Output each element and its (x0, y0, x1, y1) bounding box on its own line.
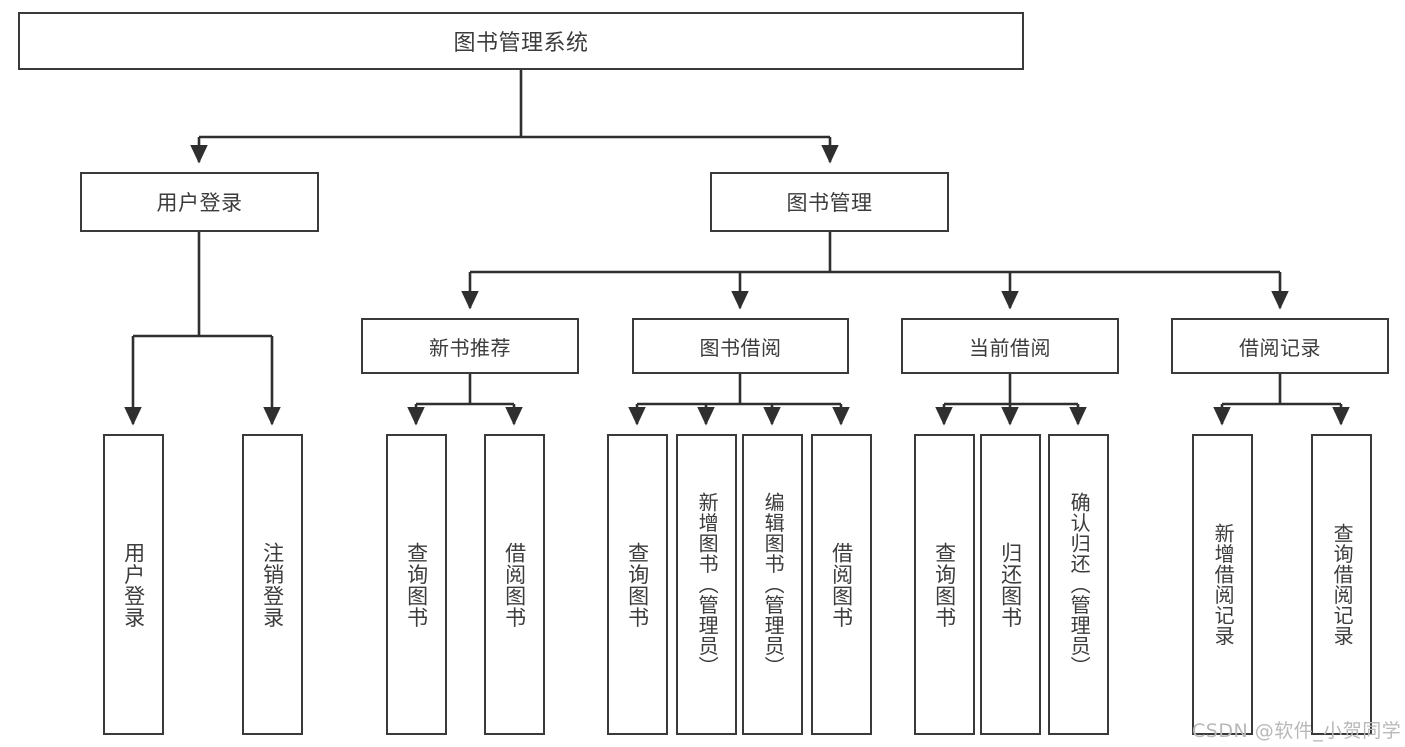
node-leaf-return-book[interactable]: 归还图书 (980, 434, 1041, 735)
node-borrow-record-label: 借阅记录 (1239, 335, 1321, 360)
node-leaf-borrow-book-1-label: 借阅图书 (502, 541, 527, 628)
node-leaf-add-book[interactable]: 新增图书（管理员） (676, 434, 737, 735)
node-leaf-user-logout[interactable]: 注销登录 (242, 434, 303, 735)
node-leaf-query-book-2-label: 查询图书 (625, 541, 650, 628)
node-leaf-user-logout-label: 注销登录 (260, 541, 285, 628)
node-current-borrow[interactable]: 当前借阅 (901, 318, 1119, 374)
node-leaf-add-record[interactable]: 新增借阅记录 (1192, 434, 1253, 735)
node-current-borrow-label: 当前借阅 (969, 335, 1051, 360)
node-leaf-add-book-label: 新增图书（管理员） (695, 492, 720, 677)
node-leaf-user-login-label: 用户登录 (121, 541, 146, 628)
node-leaf-query-book-3-label: 查询图书 (932, 541, 957, 628)
node-leaf-query-record-label: 查询借阅记录 (1330, 523, 1355, 646)
node-leaf-edit-book[interactable]: 编辑图书（管理员） (742, 434, 803, 735)
node-leaf-confirm-return[interactable]: 确认归还（管理员） (1048, 434, 1109, 735)
watermark: CSDN @软件_小贺同学 (1192, 720, 1402, 742)
node-leaf-query-record[interactable]: 查询借阅记录 (1311, 434, 1372, 735)
node-new-book-rec[interactable]: 新书推荐 (361, 318, 579, 374)
node-root-label: 图书管理系统 (453, 31, 589, 56)
node-leaf-confirm-return-label: 确认归还（管理员） (1067, 492, 1092, 677)
node-leaf-query-book-1[interactable]: 查询图书 (386, 434, 447, 735)
node-leaf-edit-book-label: 编辑图书（管理员） (761, 492, 786, 677)
node-user-login-label: 用户登录 (156, 191, 243, 215)
node-book-manage[interactable]: 图书管理 (710, 172, 949, 232)
node-book-manage-label: 图书管理 (786, 191, 873, 215)
node-leaf-borrow-book-2-label: 借阅图书 (829, 541, 854, 628)
node-leaf-query-book-3[interactable]: 查询图书 (914, 434, 975, 735)
node-leaf-user-login[interactable]: 用户登录 (103, 434, 164, 735)
node-book-borrow-label: 图书借阅 (699, 335, 782, 360)
node-leaf-add-record-label: 新增借阅记录 (1211, 523, 1236, 646)
node-leaf-return-book-label: 归还图书 (998, 541, 1023, 628)
node-leaf-borrow-book-2[interactable]: 借阅图书 (811, 434, 872, 735)
node-root[interactable]: 图书管理系统 (18, 12, 1024, 70)
node-borrow-record[interactable]: 借阅记录 (1171, 318, 1389, 374)
node-leaf-borrow-book-1[interactable]: 借阅图书 (484, 434, 545, 735)
node-new-book-rec-label: 新书推荐 (429, 335, 511, 360)
node-leaf-query-book-1-label: 查询图书 (404, 541, 429, 628)
node-leaf-query-book-2[interactable]: 查询图书 (607, 434, 668, 735)
node-user-login[interactable]: 用户登录 (80, 172, 319, 232)
node-book-borrow[interactable]: 图书借阅 (632, 318, 849, 374)
